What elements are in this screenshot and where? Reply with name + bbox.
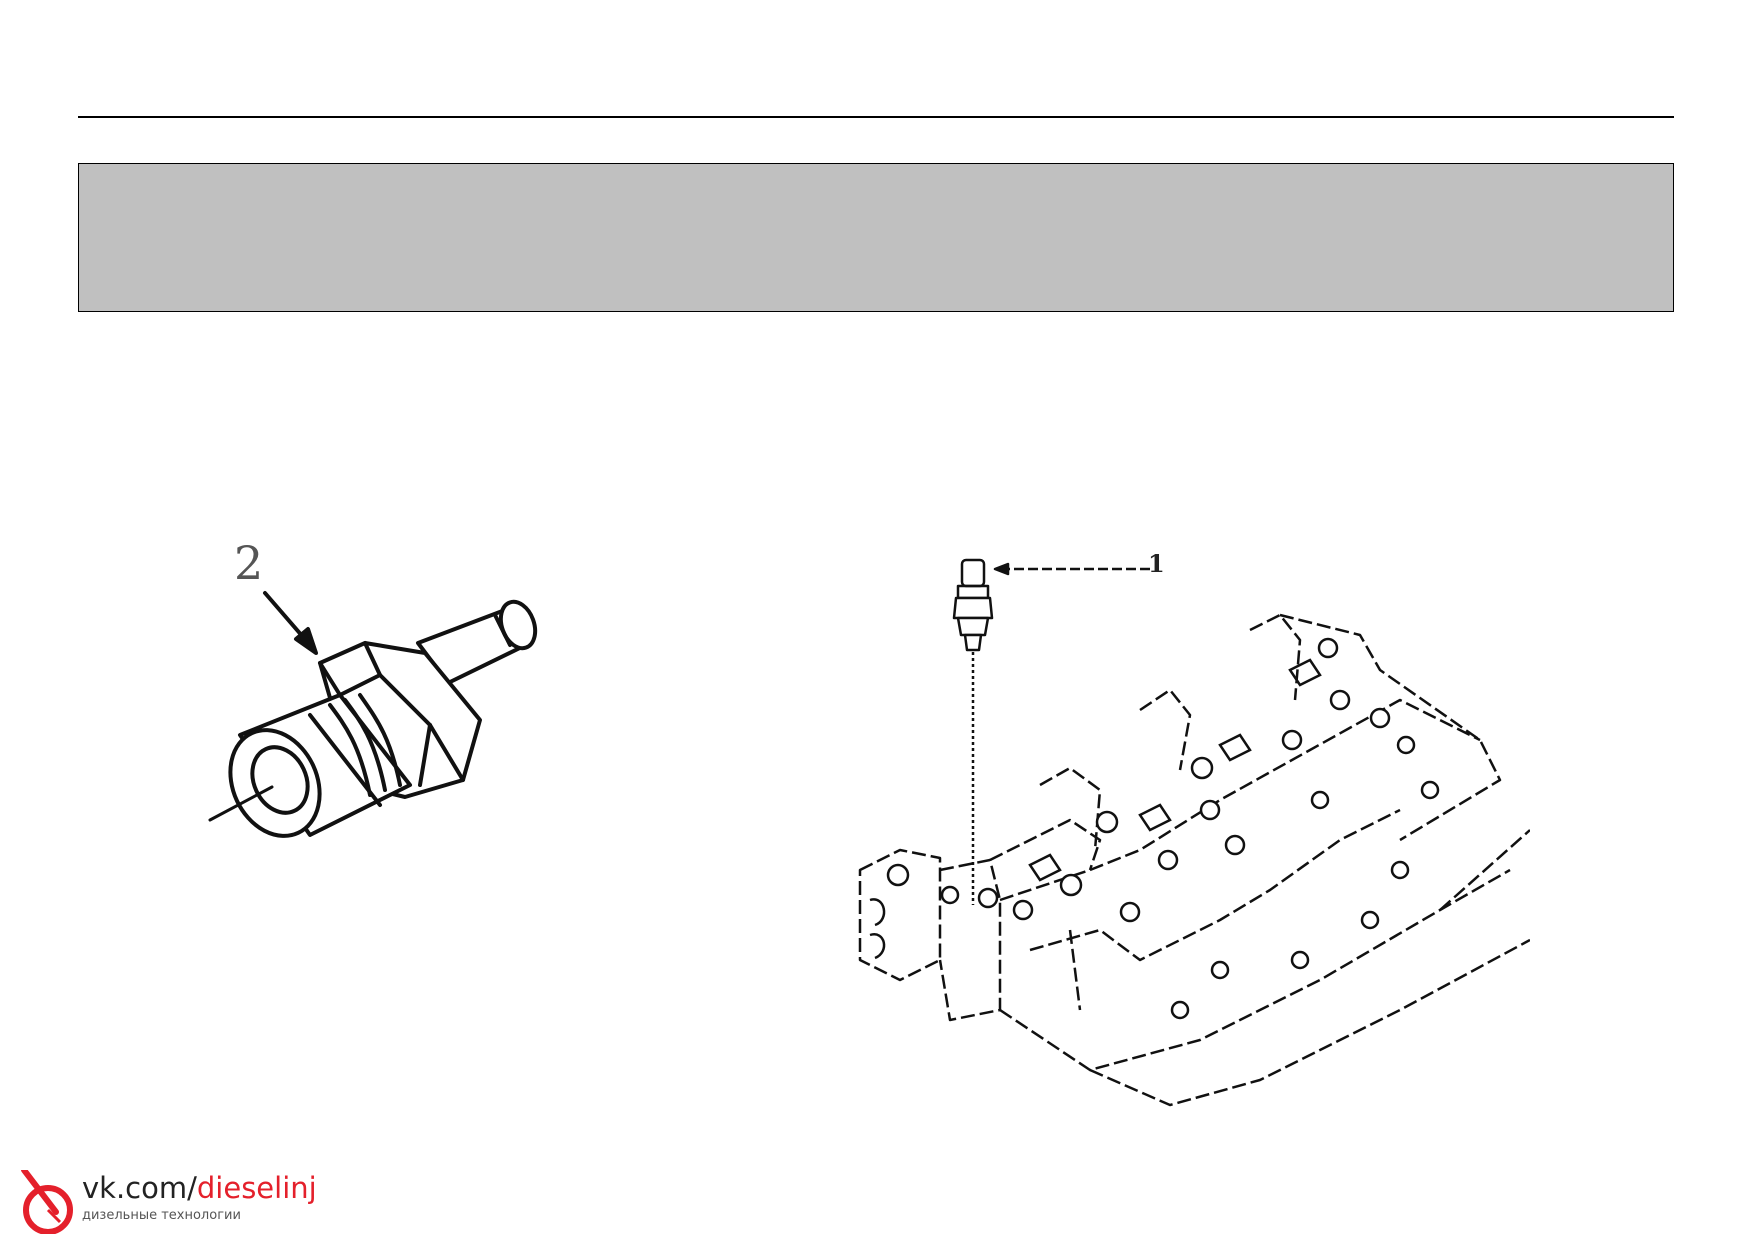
cylinder-head-illustration: [858, 558, 1530, 1107]
brand-subtitle: дизельные технологии: [82, 1208, 241, 1223]
brand-url-prefix: vk.com/: [82, 1171, 197, 1205]
callout-number-1: 1: [1148, 549, 1165, 578]
hose-fitting-illustration: [208, 591, 538, 838]
header-band: [78, 163, 1674, 312]
brand-watermark[interactable]: vk.com/dieselinj дизельные технологии: [14, 1170, 317, 1234]
brand-url-accent: dieselinj: [196, 1171, 317, 1205]
callout-number-2: 2: [234, 536, 264, 590]
injector-ring-logo-icon: [21, 1170, 73, 1234]
brand-url[interactable]: vk.com/dieselinj: [82, 1170, 317, 1206]
top-rule: [78, 116, 1674, 118]
